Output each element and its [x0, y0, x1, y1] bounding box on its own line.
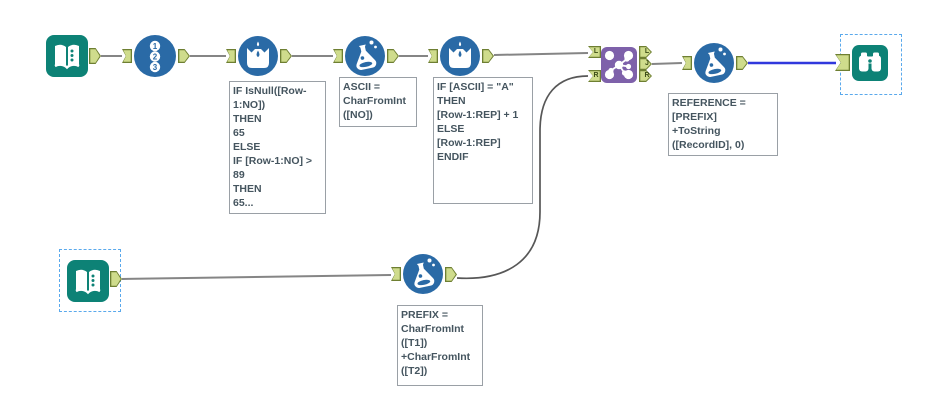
- join-port-label: R: [593, 72, 599, 79]
- tool-formula-3[interactable]: [403, 254, 443, 294]
- tool-multi-row-formula-1[interactable]: [238, 36, 278, 76]
- connection-multirow2-join-left[interactable]: [493, 52, 589, 56]
- annotation-formula3[interactable]: PREFIX = CharFromInt ([T1]) +CharFromInt…: [397, 305, 483, 386]
- join-output-anchor-right[interactable]: R: [639, 70, 652, 82]
- output-anchor-recordid[interactable]: [178, 49, 190, 63]
- tool-input-data-1[interactable]: [46, 35, 88, 77]
- join-output-anchor-join[interactable]: J: [639, 58, 652, 70]
- output-anchor-input1[interactable]: [89, 48, 101, 64]
- input-anchor-formula2[interactable]: [682, 56, 692, 70]
- formula-icon: [403, 254, 443, 294]
- annotation-multirow1[interactable]: IF IsNull([Row- 1:NO]) THEN 65 ELSE IF […: [229, 81, 326, 214]
- output-anchor-multirow1[interactable]: [280, 49, 292, 63]
- tool-input-data-2[interactable]: [67, 260, 109, 302]
- record-id-number-1: 1: [153, 42, 158, 51]
- browse-icon: [852, 45, 888, 81]
- output-anchor-formula1[interactable]: [387, 49, 399, 63]
- tool-formula-2[interactable]: [694, 43, 734, 83]
- join-input-anchor-left[interactable]: L: [588, 46, 601, 58]
- multi-row-formula-icon: [440, 36, 480, 76]
- tool-join[interactable]: [601, 47, 637, 83]
- connection-input2-formula3[interactable]: [121, 274, 392, 280]
- output-anchor-formula2[interactable]: [736, 56, 748, 70]
- tool-browse[interactable]: [852, 45, 888, 81]
- connection-join-formula2[interactable]: [651, 62, 683, 65]
- output-anchor-multirow2[interactable]: [482, 49, 494, 63]
- input-anchor-multirow2[interactable]: [428, 49, 438, 63]
- formula-icon: [694, 43, 734, 83]
- tool-multi-row-formula-2[interactable]: [440, 36, 480, 76]
- tool-record-id[interactable]: 1 2 3: [134, 35, 176, 77]
- output-anchor-input2[interactable]: [110, 271, 122, 287]
- input-data-icon: [67, 260, 109, 302]
- input-anchor-formula1[interactable]: [333, 49, 343, 63]
- input-anchor-formula3[interactable]: [391, 267, 401, 281]
- join-port-label: L: [593, 48, 599, 55]
- record-id-number-3: 3: [153, 63, 158, 72]
- record-id-icon: 1 2 3: [134, 35, 176, 77]
- input-anchor-browse[interactable]: [835, 54, 850, 71]
- join-port-label: L: [644, 48, 650, 55]
- input-data-icon: [46, 35, 88, 77]
- join-port-label: J: [645, 60, 649, 67]
- annotation-formula2[interactable]: REFERENCE = [PREFIX] +ToString ([RecordI…: [668, 93, 778, 156]
- record-id-number-2: 2: [153, 52, 158, 61]
- formula-icon: [345, 36, 385, 76]
- annotation-formula1[interactable]: ASCII = CharFromInt ([NO]): [339, 77, 417, 127]
- input-anchor-multirow1[interactable]: [226, 49, 236, 63]
- output-anchor-formula3[interactable]: [445, 267, 457, 282]
- multi-row-formula-icon: [238, 36, 278, 76]
- input-anchor-recordid[interactable]: [122, 49, 132, 63]
- join-port-label: R: [644, 72, 650, 79]
- join-input-anchor-right[interactable]: R: [588, 70, 601, 82]
- connection-formula3-join-right[interactable]: [456, 75, 589, 280]
- join-icon: [601, 47, 637, 83]
- tool-formula-1[interactable]: [345, 36, 385, 76]
- annotation-multirow2[interactable]: IF [ASCII] = "A" THEN [Row-1:REP] + 1 EL…: [433, 77, 533, 204]
- join-output-anchor-left[interactable]: L: [639, 46, 652, 58]
